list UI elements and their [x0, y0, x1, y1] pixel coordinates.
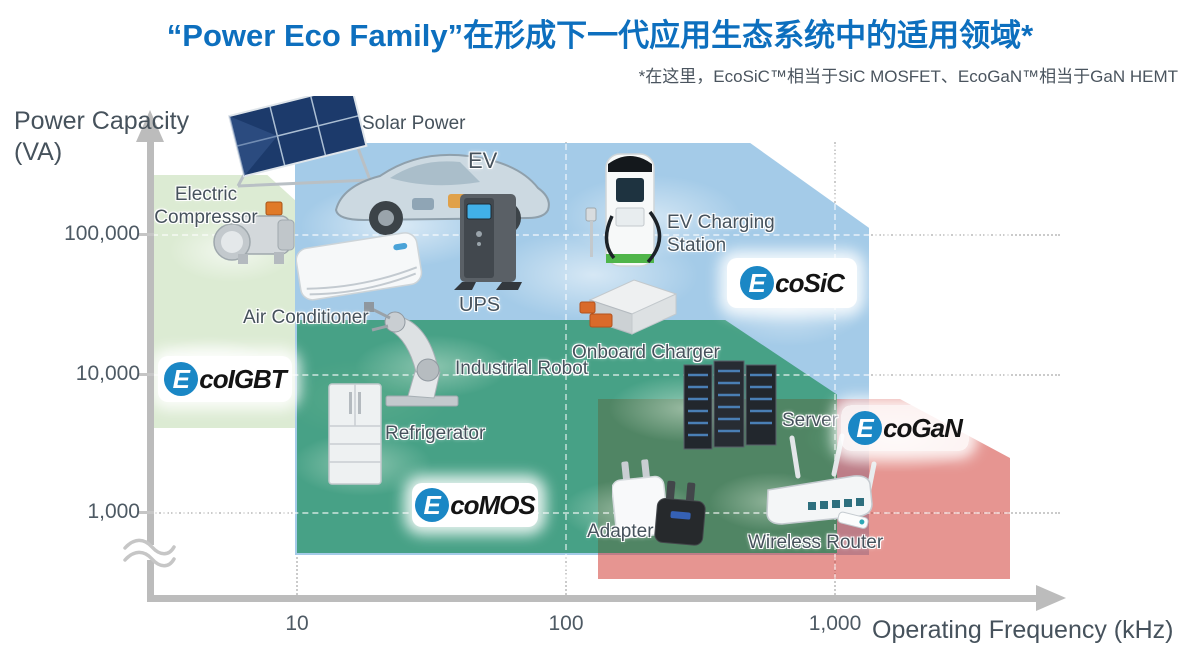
label-adapter: Adapter — [587, 521, 654, 542]
gridline-overlay-1000 — [152, 512, 1010, 514]
y-axis-arrow-icon — [136, 110, 164, 142]
label-industrial-robot: Industrial Robot — [455, 358, 589, 379]
label-electric-compressor: Electric Compressor — [154, 184, 258, 228]
y-tick-label-10000: 10,000 — [75, 362, 140, 385]
y-axis-break-icon — [123, 538, 176, 568]
wireless-router-image — [766, 433, 877, 529]
y-tick-label-1000: 1,000 — [87, 500, 140, 523]
industrial-robot-image — [364, 302, 459, 407]
solar-power-image — [227, 96, 372, 188]
x-tick-label-100: 100 — [548, 612, 584, 635]
electric-compressor-image — [213, 201, 295, 264]
onboard-charger-image — [579, 279, 678, 335]
region-ecomos — [297, 320, 837, 553]
y-tick-100000 — [139, 233, 154, 236]
y-tick-1000 — [139, 511, 154, 514]
y-axis-title-line2: (VA) — [14, 138, 63, 167]
gridline-overlay-1000khz — [834, 144, 836, 580]
y-axis — [147, 138, 154, 598]
label-ups: UPS — [459, 294, 501, 316]
ecogan-logo-e-icon: E — [848, 411, 883, 445]
x-axis — [147, 595, 1039, 602]
page-title: “Power Eco Family”在形成下一代应用生态系统中的适用领域* — [166, 18, 1034, 53]
server-image — [683, 360, 777, 450]
label-server: Server — [782, 410, 838, 431]
y-tick-10000 — [139, 373, 154, 376]
y-axis-title: Power Capacity (VA) — [14, 106, 189, 169]
x-tick-label-10: 10 — [285, 612, 309, 635]
ups-image — [454, 194, 522, 290]
x-axis-title: Operating Frequency (kHz) — [872, 616, 1174, 644]
label-refrigerator: Refrigerator — [385, 423, 486, 444]
label-solar-power: Solar Power — [362, 113, 466, 134]
gridline-overlay-10000 — [152, 374, 1010, 376]
label-ev-charging-station: EV Charging Station — [667, 212, 775, 256]
x-axis-arrow-icon — [1036, 585, 1066, 611]
label-onboard-charger: Onboard Charger — [572, 342, 720, 363]
refrigerator-image — [328, 383, 382, 485]
gridline-overlay-100000 — [152, 234, 1010, 236]
ecoigbt-logo-text: coIGBT — [199, 363, 286, 394]
ecomos-logo-e-icon: E — [415, 488, 450, 522]
ecomos-logo-text: coMOS — [450, 489, 536, 520]
air-conditioner-image — [296, 232, 423, 301]
x-tick-label-1000: 1,000 — [808, 612, 862, 635]
ecosic-logo-e-icon: E — [740, 266, 775, 300]
gridline-overlay-100khz — [565, 144, 567, 580]
y-axis-title-line1: Power Capacity — [14, 107, 190, 135]
ecoigbt-logo-e-icon: E — [164, 362, 199, 396]
label-wireless-router: Wireless Router — [748, 532, 884, 553]
ecogan-logo-text: coGaN — [883, 412, 963, 443]
page-subtitle: *在这里，EcoSiC™相当于SiC MOSFET、EcoGaN™相当于GaN … — [638, 67, 1178, 86]
adapter-image — [612, 459, 706, 546]
label-ev: EV — [468, 148, 498, 173]
ev-charging-station-image — [585, 153, 662, 267]
label-air-conditioner: Air Conditioner — [243, 307, 369, 328]
y-tick-label-100000: 100,000 — [64, 222, 140, 245]
ecosic-logo-text: coSiC — [775, 267, 845, 298]
